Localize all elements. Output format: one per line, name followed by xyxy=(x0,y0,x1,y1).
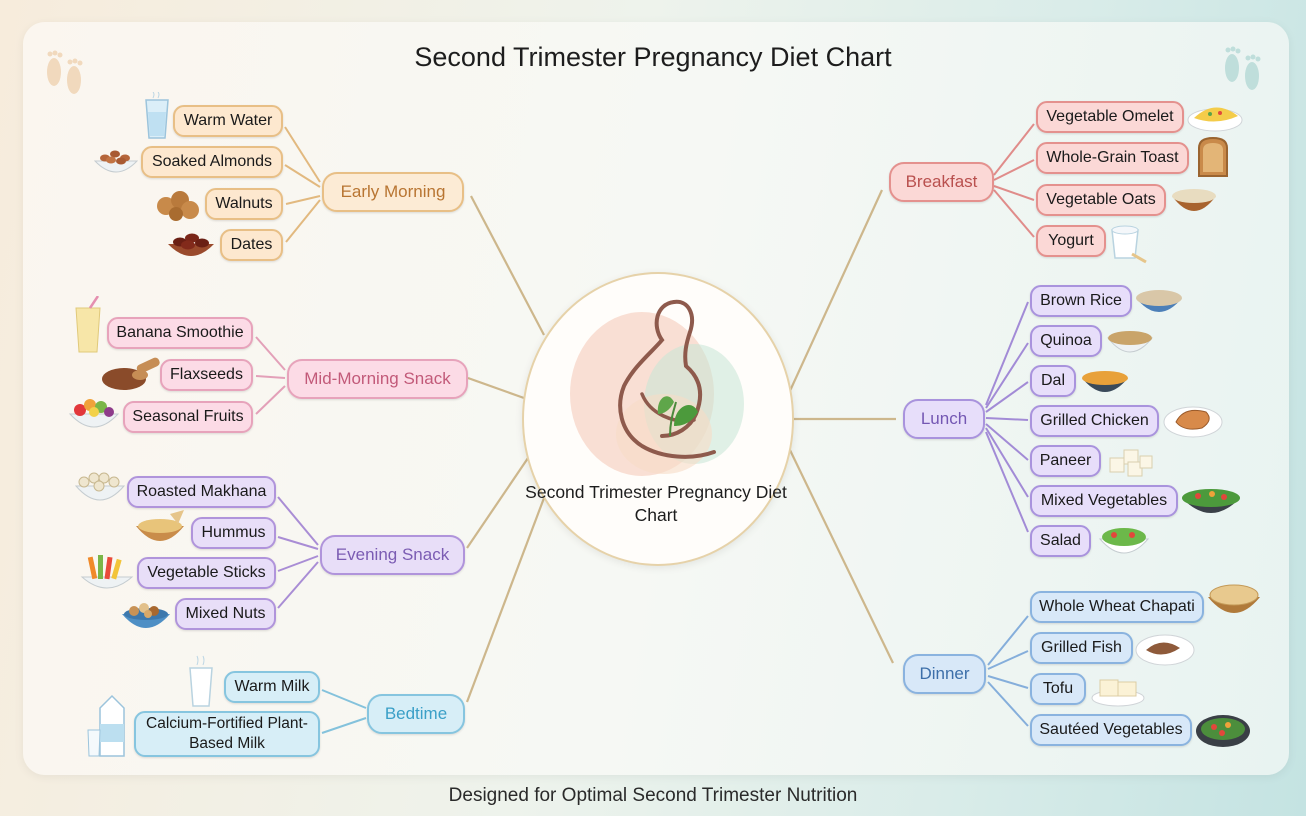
makhana-icon xyxy=(74,472,126,501)
meal-dinner[interactable]: Dinner xyxy=(903,654,986,694)
tofu-icon xyxy=(1091,679,1145,707)
item-dal[interactable]: Dal xyxy=(1030,365,1076,397)
item-seasonal-fruits[interactable]: Seasonal Fruits xyxy=(123,401,253,433)
fish-plate-icon xyxy=(1135,634,1195,666)
item-walnuts[interactable]: Walnuts xyxy=(205,188,283,220)
meal-evening-snack[interactable]: Evening Snack xyxy=(320,535,465,575)
item-mixed-nuts[interactable]: Mixed Nuts xyxy=(175,598,276,630)
item-vegetable-omelet[interactable]: Vegetable Omelet xyxy=(1036,101,1184,133)
walnuts-icon xyxy=(157,191,199,221)
item-grilled-chicken[interactable]: Grilled Chicken xyxy=(1030,405,1159,437)
item-salad[interactable]: Salad xyxy=(1030,525,1091,557)
item-hummus[interactable]: Hummus xyxy=(191,517,276,549)
item-whole-wheat-chapati[interactable]: Whole Wheat Chapati xyxy=(1030,591,1204,623)
item-flaxseeds[interactable]: Flaxseeds xyxy=(160,359,253,391)
chicken-plate-icon xyxy=(1163,406,1223,438)
oats-bowl-icon xyxy=(1172,189,1216,211)
item-sauteed-vegetables[interactable]: Sautéed Vegetables xyxy=(1030,714,1192,746)
sauteed-vegetables-icon xyxy=(1196,715,1250,747)
meal-lunch[interactable]: Lunch xyxy=(903,399,985,439)
item-paneer[interactable]: Paneer xyxy=(1030,445,1101,477)
meal-bedtime[interactable]: Bedtime xyxy=(367,694,465,734)
item-quinoa[interactable]: Quinoa xyxy=(1030,325,1102,357)
smoothie-icon xyxy=(75,296,101,353)
flaxseeds-icon xyxy=(102,357,160,390)
pregnant-woman-icon xyxy=(570,299,744,476)
mixed-nuts-icon xyxy=(122,603,170,628)
vegetable-sticks-icon xyxy=(80,555,134,589)
item-tofu[interactable]: Tofu xyxy=(1030,673,1086,705)
footer-caption: Designed for Optimal Second Trimester Nu… xyxy=(448,785,858,806)
quinoa-bowl-icon xyxy=(1106,331,1154,353)
chapati-basket-icon xyxy=(1208,584,1260,613)
item-roasted-makhana[interactable]: Roasted Makhana xyxy=(127,476,276,508)
item-soaked-almonds[interactable]: Soaked Almonds xyxy=(141,146,283,178)
left-footprints-icon xyxy=(47,50,83,94)
dal-bowl-icon xyxy=(1082,371,1128,392)
item-mixed-vegetables[interactable]: Mixed Vegetables xyxy=(1030,485,1178,517)
toast-icon xyxy=(1198,136,1228,177)
almonds-icon xyxy=(93,150,139,173)
item-plant-based-milk[interactable]: Calcium-Fortified Plant-Based Milk xyxy=(134,711,320,757)
page-title: Second Trimester Pregnancy Diet Chart xyxy=(414,42,892,72)
omelet-icon xyxy=(1187,107,1243,132)
right-footprints-icon xyxy=(1225,46,1261,90)
item-vegetable-oats[interactable]: Vegetable Oats xyxy=(1036,184,1166,216)
meal-mid-morning-snack[interactable]: Mid-Morning Snack xyxy=(287,359,468,399)
rice-bowl-icon xyxy=(1136,290,1182,312)
meal-early-morning[interactable]: Early Morning xyxy=(322,172,464,212)
milk-glass-icon xyxy=(189,655,213,707)
vegetables-bowl-icon xyxy=(1182,489,1240,513)
center-node xyxy=(522,272,794,566)
item-grilled-fish[interactable]: Grilled Fish xyxy=(1030,632,1133,664)
salad-bowl-icon xyxy=(1098,528,1150,554)
item-warm-water[interactable]: Warm Water xyxy=(173,105,283,137)
dates-icon xyxy=(168,233,214,256)
water-glass-icon xyxy=(145,92,169,139)
center-label: Second Trimester Pregnancy Diet Chart xyxy=(525,482,787,525)
item-whole-grain-toast[interactable]: Whole-Grain Toast xyxy=(1036,142,1189,174)
fruit-bowl-icon xyxy=(68,399,120,428)
item-vegetable-sticks[interactable]: Vegetable Sticks xyxy=(137,557,276,589)
item-banana-smoothie[interactable]: Banana Smoothie xyxy=(107,317,253,349)
item-brown-rice[interactable]: Brown Rice xyxy=(1030,285,1132,317)
paneer-icon xyxy=(1109,449,1153,477)
milk-carton-icon xyxy=(87,694,125,757)
meal-breakfast[interactable]: Breakfast xyxy=(889,162,994,202)
yogurt-icon xyxy=(1111,225,1147,264)
item-dates[interactable]: Dates xyxy=(220,229,283,261)
item-warm-milk[interactable]: Warm Milk xyxy=(224,671,320,703)
item-yogurt[interactable]: Yogurt xyxy=(1036,225,1106,257)
hummus-icon xyxy=(136,510,184,541)
